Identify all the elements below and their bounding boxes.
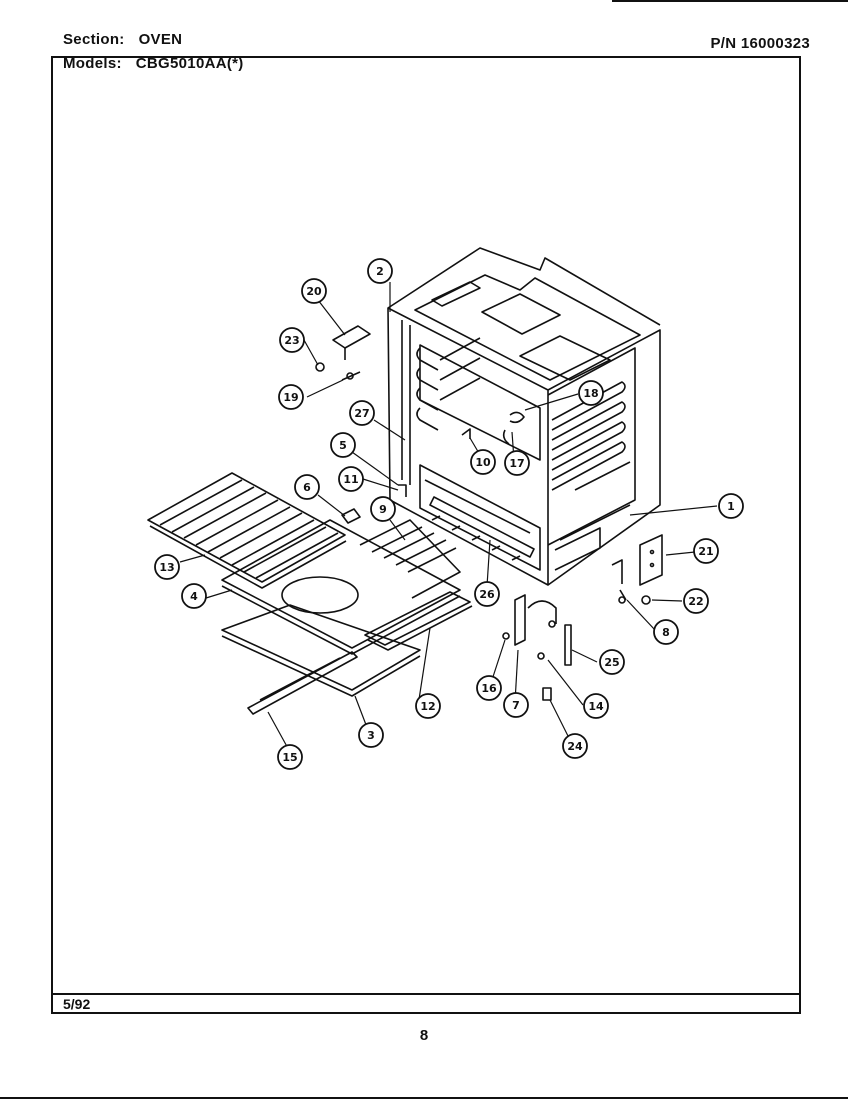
- callout-25: 25: [599, 649, 625, 675]
- callout-1: 1: [718, 493, 744, 519]
- svg-text:2: 2: [376, 265, 384, 278]
- callout-9: 9: [370, 496, 396, 522]
- svg-text:6: 6: [303, 481, 311, 494]
- callout-12: 12: [415, 693, 441, 719]
- svg-text:26: 26: [479, 588, 495, 601]
- section-value: OVEN: [138, 31, 183, 48]
- svg-text:13: 13: [159, 561, 174, 574]
- callout-11: 11: [338, 466, 364, 492]
- callout-17: 17: [504, 450, 530, 476]
- top-rule: [612, 0, 848, 2]
- oven-rack: [147, 472, 347, 589]
- svg-text:18: 18: [583, 387, 598, 400]
- callout-19: 19: [278, 384, 304, 410]
- svg-text:4: 4: [190, 590, 198, 603]
- svg-text:16: 16: [481, 682, 497, 695]
- callout-23: 23: [279, 327, 305, 353]
- leader-lines: [179, 282, 718, 753]
- svg-text:12: 12: [420, 700, 435, 713]
- broiler-pan: [364, 591, 473, 651]
- callout-16: 16: [476, 675, 502, 701]
- oven-side-rails: [416, 337, 631, 491]
- section-heading: Section: OVEN: [63, 31, 182, 48]
- burner-tube: [429, 496, 535, 561]
- part-number: P/N 16000323: [710, 35, 810, 52]
- models-label: Models:: [63, 55, 122, 72]
- callout-13: 13: [154, 554, 180, 580]
- svg-text:25: 25: [604, 656, 619, 669]
- models-heading: Models: CBG5010AA(*): [63, 55, 244, 72]
- callout-2: 2: [367, 258, 393, 284]
- callout-22: 22: [683, 588, 709, 614]
- svg-text:8: 8: [662, 626, 670, 639]
- svg-text:21: 21: [698, 545, 713, 558]
- svg-text:17: 17: [509, 457, 524, 470]
- revision-date: 5/92: [63, 996, 91, 1012]
- callout-14: 14: [583, 693, 609, 719]
- callout-24: 24: [562, 733, 588, 759]
- svg-text:3: 3: [367, 729, 375, 742]
- callout-27: 27: [349, 400, 375, 426]
- callout-5: 5: [330, 432, 356, 458]
- callout-15: 15: [277, 744, 303, 770]
- svg-text:9: 9: [379, 503, 387, 516]
- svg-text:22: 22: [688, 595, 703, 608]
- svg-text:24: 24: [567, 740, 583, 753]
- svg-text:15: 15: [282, 751, 297, 764]
- callout-4: 4: [181, 583, 207, 609]
- svg-text:19: 19: [283, 391, 298, 404]
- svg-text:20: 20: [306, 285, 322, 298]
- svg-text:5: 5: [339, 439, 347, 452]
- callout-8-right: 8: [653, 619, 679, 645]
- svg-text:14: 14: [588, 700, 604, 713]
- diagram-frame: 5/92: [51, 56, 801, 1014]
- svg-text:7: 7: [512, 699, 520, 712]
- bottom-rule: [0, 1097, 848, 1099]
- callout-3: 3: [358, 722, 384, 748]
- svg-text:11: 11: [343, 473, 358, 486]
- svg-text:27: 27: [354, 407, 369, 420]
- svg-text:1: 1: [727, 500, 735, 513]
- svg-text:23: 23: [284, 334, 299, 347]
- callout-18: 18: [578, 380, 604, 406]
- callouts: 1 2 3 4 5 6 7 8 9 10 11 12 13 14 15 16 1…: [154, 258, 744, 770]
- callout-21: 21: [693, 538, 719, 564]
- callout-7: 7: [503, 692, 529, 718]
- callout-6: 6: [294, 474, 320, 500]
- page-number: 8: [419, 1027, 429, 1044]
- footer-rule: [53, 993, 799, 995]
- callout-26: 26: [474, 581, 500, 607]
- oven-cavity: [387, 247, 661, 586]
- hardware-parts: [315, 325, 663, 701]
- callout-10: 10: [470, 449, 496, 475]
- flame-spreader: [221, 604, 421, 697]
- section-label: Section:: [63, 31, 125, 48]
- callout-20: 20: [301, 278, 327, 304]
- oven-bottom-pan: [221, 519, 461, 655]
- models-value: CBG5010AA(*): [135, 55, 244, 72]
- burner-bar: [247, 651, 358, 715]
- svg-text:10: 10: [475, 456, 491, 469]
